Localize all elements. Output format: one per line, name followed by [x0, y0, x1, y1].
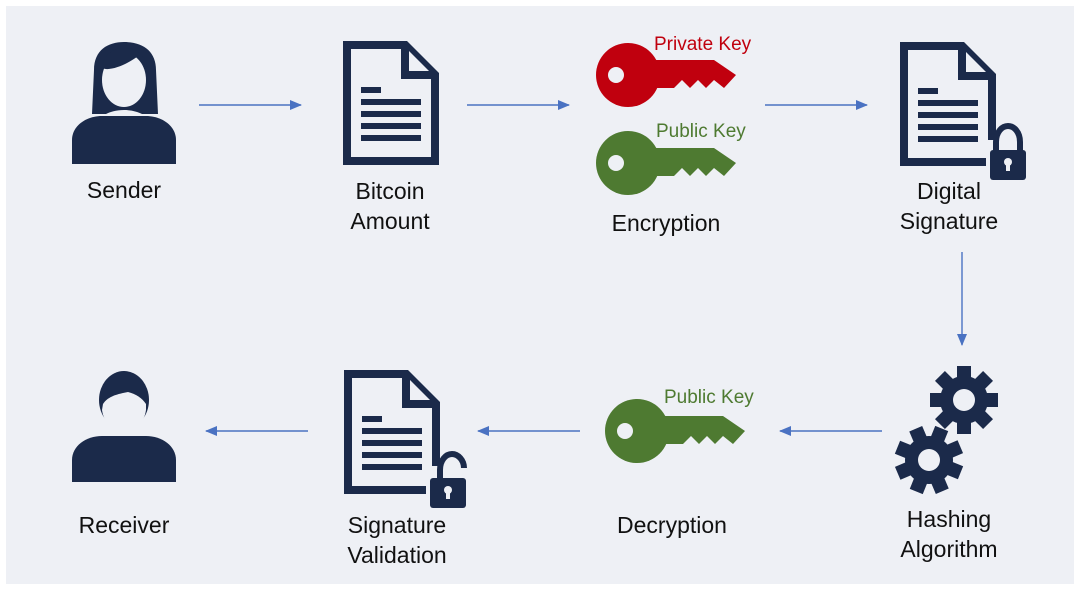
gear-small-icon — [894, 425, 964, 495]
encryption-label: Encryption — [611, 210, 721, 236]
gear-large-icon — [930, 366, 998, 434]
private-key-icon — [596, 43, 736, 107]
public-key-label: Public Key — [656, 121, 746, 142]
encryption-node — [596, 42, 736, 108]
padlock-closed-icon — [986, 122, 1030, 182]
gears-icon — [894, 366, 998, 495]
public-key-icon — [596, 131, 736, 195]
public-key-icon — [605, 399, 745, 463]
person-female-icon — [72, 42, 176, 164]
person-male-icon — [72, 371, 176, 482]
padlock-open-icon — [426, 450, 474, 510]
digital-signature-node — [900, 42, 1032, 182]
hashing-algorithm-node — [894, 366, 1004, 496]
receiver-node — [72, 370, 176, 482]
receiver-label: Receiver — [78, 512, 170, 538]
locked-document-icon — [900, 42, 1030, 182]
unlocked-document-icon — [344, 370, 474, 510]
encryption-public-key — [596, 130, 736, 196]
signature-validation-label: Signature Validation — [347, 512, 447, 568]
decryption-label: Decryption — [617, 512, 727, 538]
document-icon — [343, 41, 439, 165]
sender-label: Sender — [86, 177, 162, 203]
sender-node — [72, 42, 176, 164]
signature-validation-node — [344, 370, 476, 510]
flow-arrows — [199, 100, 967, 436]
digital-signature-label: Digital Signature — [899, 178, 999, 234]
decryption-public-key-label: Public Key — [664, 387, 754, 408]
bitcoin-amount-label: Bitcoin Amount — [350, 178, 430, 234]
decryption-node — [605, 398, 745, 464]
hashing-algorithm-label: Hashing Algorithm — [900, 506, 998, 562]
private-key-label: Private Key — [654, 34, 752, 55]
bitcoin-amount-node — [343, 41, 439, 165]
signature-flow-diagram: Sender Bitcoin Amount Private Key Public — [6, 6, 1074, 584]
